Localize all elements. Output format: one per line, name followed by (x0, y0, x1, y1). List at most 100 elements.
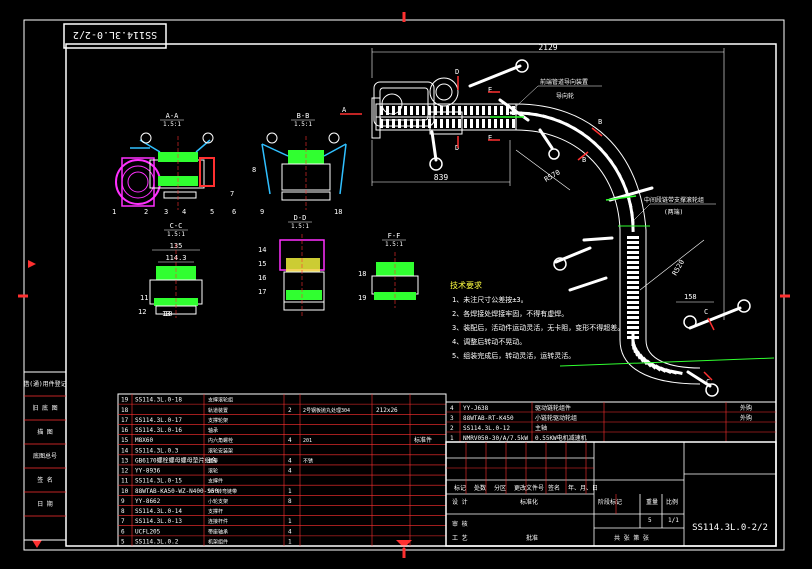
bom-code: SS114.3L.0-17 (135, 417, 182, 424)
bom-right-name: 小链轮驱动轮组 (535, 414, 577, 422)
chain-link (627, 311, 639, 314)
tb-hdr-date: 年、月、日 (568, 484, 598, 492)
bom-name: 内六角螺栓 (208, 437, 233, 444)
chain-link (627, 291, 639, 294)
bom-right-code: SS114.3L.0-12 (463, 425, 510, 432)
bom-code: SS114.3L.0.3 (135, 447, 179, 454)
chain-link (440, 119, 443, 128)
bom-right-code: YY-J638 (463, 405, 489, 412)
bom-no: 17 (121, 417, 129, 424)
bom-qty: 4 (288, 528, 292, 535)
tech-title: 技术要求 (450, 280, 482, 290)
chain-link (398, 106, 401, 115)
bom-mat: 不锈 (303, 457, 313, 464)
label-bb-scale: 1.5:1 (294, 121, 312, 128)
chain-link (627, 236, 639, 239)
label-dd-scale: 1.5:1 (291, 223, 309, 230)
section-view-cc: C-C 1.5:1 135 114.3 (149, 222, 203, 318)
callout-7: 7 (230, 190, 234, 198)
chain-link (670, 369, 683, 375)
tb-weight: 重量 (646, 498, 658, 506)
bom-no: 5 (121, 539, 125, 546)
chain-link (392, 119, 395, 128)
chain-link (386, 106, 389, 115)
chain-link (422, 106, 425, 115)
bom-mat: 2号钢板抛丸处理304 (303, 407, 350, 414)
dim-tail: 158 (684, 293, 697, 301)
tb-hdr-count: 处数 (474, 484, 486, 492)
callout-16: 16 (258, 274, 266, 282)
tech-requirements: 技术要求 1、未注尺寸公差按±3。 2、各焊接处焊接牢固，不得有虚焊。 3、装配… (450, 280, 624, 360)
chain-link (506, 106, 509, 115)
tb-approve: 批准 (526, 534, 538, 542)
chain-link (627, 246, 639, 249)
section-view-bb: B-B 1.5:1 (261, 112, 347, 210)
bom-right-no: 4 (450, 405, 454, 412)
chain-link (476, 119, 479, 128)
bom-no: 12 (121, 468, 129, 475)
bom-qty: 1 (288, 518, 292, 525)
tb-stage-mark: 阶段标记 (598, 498, 622, 506)
chain-link (440, 106, 443, 115)
label-cc: C-C (170, 222, 183, 230)
sidebar-2: 描 图 (37, 428, 53, 436)
tb-sheet-a: 5 (648, 517, 652, 524)
chain-link (627, 306, 639, 309)
callout-4: 4 (182, 208, 186, 216)
bom-right-name: 0.55KW电机减速机 (535, 434, 587, 442)
chain-link (627, 251, 639, 254)
chain-link (458, 119, 461, 128)
bom-no: 15 (121, 437, 129, 444)
chain-link (627, 261, 639, 264)
bom-no: 9 (121, 498, 125, 505)
section-view-aa: A-A 1.5:1 (115, 112, 215, 210)
chain-link (627, 331, 639, 334)
bom-name: 滚轮安装架 (208, 447, 233, 454)
chain-link (627, 271, 639, 274)
callout-19: 19 (358, 294, 366, 302)
bom-qty: 4 (288, 468, 292, 475)
chain-link (380, 106, 383, 115)
chain-link (422, 119, 425, 128)
chain-link (500, 119, 503, 128)
bom-name: 机架组件 (208, 539, 228, 546)
chain-link (627, 316, 639, 319)
bom-name: 90°转弯链带 (208, 488, 237, 495)
bom-name: 轨道装置 (208, 407, 228, 414)
bom-qty: 8 (288, 498, 292, 505)
bom-code: M8X60 (135, 437, 153, 444)
chain-link (506, 119, 509, 128)
callout-18a: 18 (334, 208, 342, 216)
bom-code: GB6170螺栓螺母螺母垫片组合 (135, 456, 217, 464)
bom-no: 19 (121, 397, 129, 404)
marker-d-top: D (455, 68, 459, 76)
bom-name: 连接杆件 (208, 518, 228, 525)
callout-8: 8 (252, 166, 256, 174)
bom-name: 小轮支架 (208, 498, 228, 505)
callout-15: 15 (258, 260, 266, 268)
chain-link (627, 266, 639, 269)
tb-ratio: 比例 (666, 498, 678, 506)
bom-qty: 4 (288, 457, 292, 464)
chain-link (458, 106, 461, 115)
chain-link (452, 106, 455, 115)
bom-name: 滚轮 (208, 468, 218, 475)
curved-chain-outer (515, 103, 701, 369)
bom-right-no: 3 (450, 415, 454, 422)
tech-line-2: 2、各焊接处焊接牢固，不得有虚焊。 (452, 309, 568, 318)
chain-link (488, 106, 491, 115)
bom-code: SS114.3L.0-18 (135, 397, 182, 404)
chain-link (464, 106, 467, 115)
tech-line-4: 4、调整后转动不晃动。 (452, 337, 526, 346)
top-drawing-number: SS114.3L.0-2/2 (73, 29, 157, 40)
chain-link (627, 256, 639, 259)
chain-link (410, 119, 413, 128)
chain-link (428, 119, 431, 128)
callout-11: 11 (140, 294, 148, 302)
tb-hdr-zone: 分区 (494, 484, 506, 492)
bom-name: 带座轴承 (208, 528, 228, 535)
marker-c-top: C (704, 308, 708, 316)
chain-link (452, 119, 455, 128)
tb-hdr-doc: 更改文件号 (514, 484, 544, 492)
